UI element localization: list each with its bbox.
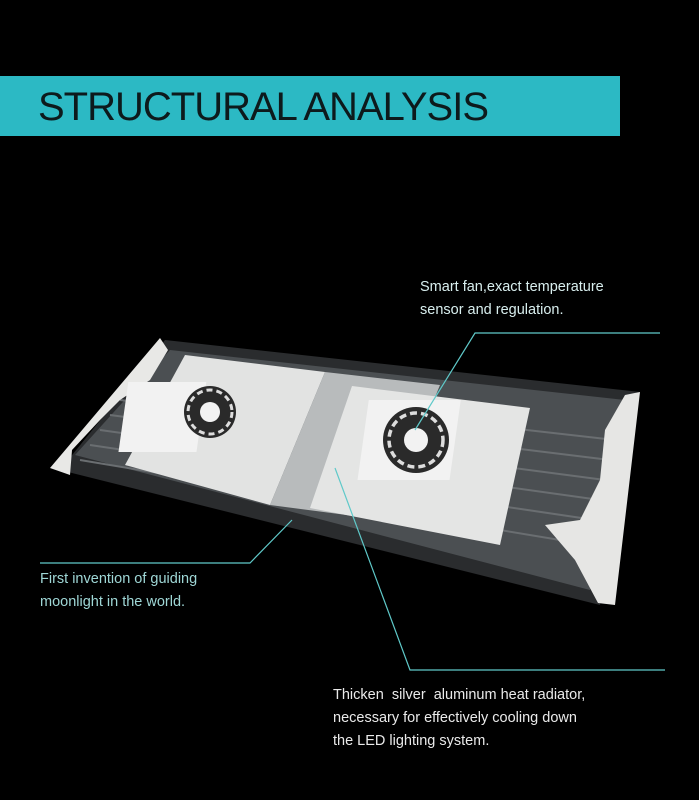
moonlight-annotation: First invention of guiding moonlight in …	[40, 568, 197, 614]
fan-right-icon	[357, 400, 461, 480]
fan-left-icon	[118, 382, 236, 452]
fan-callout-line	[414, 332, 660, 431]
annotation-line: sensor and regulation.	[420, 302, 564, 318]
fan-annotation: Smart fan,exact temperature sensor and r…	[420, 276, 604, 322]
title-banner: STRUCTURAL ANALYSIS	[0, 76, 620, 136]
radiator-annotation: Thicken silver aluminum heat radiator, n…	[333, 684, 585, 753]
annotation-line: moonlight in the world.	[40, 594, 186, 610]
right-end-cap	[545, 392, 640, 605]
annotation-line: Thicken silver aluminum heat radiator,	[333, 687, 586, 703]
moonlight-callout-line	[40, 519, 293, 564]
page-title: STRUCTURAL ANALYSIS	[38, 85, 489, 129]
annotation-line: necessary for effectively cooling down	[333, 710, 577, 726]
left-end-cap	[50, 338, 168, 475]
annotation-line: First invention of guiding	[40, 571, 198, 587]
radiator-callout-line	[334, 467, 665, 671]
annotation-line: Smart fan,exact temperature	[420, 279, 604, 295]
annotation-line: the LED lighting system.	[333, 733, 490, 749]
